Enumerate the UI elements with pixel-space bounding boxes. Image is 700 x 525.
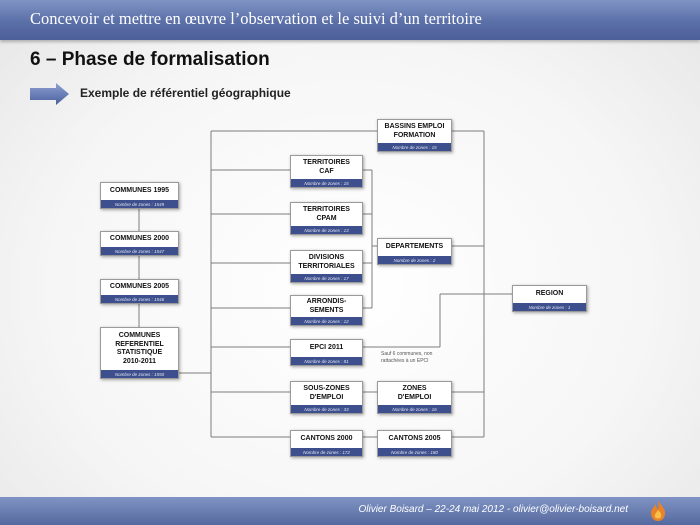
node-zone-count: Nombre de zones : 16 <box>378 405 451 413</box>
node-zone-count: Nombre de zones : 81 <box>291 357 362 365</box>
node-label: SOUS-ZONES D'EMPLOI <box>303 385 350 401</box>
title-bar: Concevoir et mettre en œuvre l’observati… <box>0 0 700 40</box>
node-zone-count: Nombre de zones : 17 <box>291 274 362 282</box>
node-zones-emploi: ZONES D'EMPLOI Nombre de zones : 16 <box>377 381 452 414</box>
node-epci-2011: EPCI 2011 Nombre de zones : 81 <box>290 339 363 366</box>
node-label: TERRITOIRES CAF <box>303 159 350 175</box>
node-zone-count: Nombre de zones : 172 <box>291 448 362 456</box>
node-label: EPCI 2011 <box>309 344 344 352</box>
epci-annotation: Sauf 6 communes, non rattachées à un EPC… <box>381 351 433 364</box>
node-zone-count: Nombre de zones : 15 <box>378 143 451 151</box>
node-sous-zones-emploi: SOUS-ZONES D'EMPLOI Nombre de zones : 33 <box>290 381 363 414</box>
node-label: REGION <box>535 290 564 298</box>
node-territoires-caf: TERRITOIRES CAF Nombre de zones : 15 <box>290 155 363 188</box>
footer-bar: Olivier Boisard – 22-24 mai 2012 - olivi… <box>0 497 700 525</box>
node-label: DIVISIONS TERRITORIALES <box>298 254 355 270</box>
node-label: CANTONS 2000 <box>300 435 353 443</box>
node-zone-count: Nombre de zones : 1549 <box>101 200 178 208</box>
node-label: TERRITOIRES CPAM <box>303 206 350 222</box>
node-zone-count: Nombre de zones : 12 <box>291 317 362 325</box>
node-label: ZONES D'EMPLOI <box>397 385 432 401</box>
node-label: CANTONS 2005 <box>388 435 441 443</box>
node-label: COMMUNES REFERENTIEL STATISTIQUE 2010-20… <box>115 332 164 365</box>
node-zone-count: Nombre de zones : 15 <box>291 179 362 187</box>
node-arrondissements: ARRONDIS- SEMENTS Nombre de zones : 12 <box>290 295 363 326</box>
arrow-right-icon <box>30 83 69 105</box>
node-zone-count: Nombre de zones : 1 <box>513 303 586 311</box>
node-communes-1995: COMMUNES 1995 Nombre de zones : 1549 <box>100 182 179 209</box>
node-zone-count: Nombre de zones : 13 <box>291 226 362 234</box>
flame-logo-icon <box>651 501 665 521</box>
node-label: DEPARTEMENTS <box>385 243 444 251</box>
node-cantons-2005: CANTONS 2005 Nombre de zones : 180 <box>377 430 452 457</box>
node-label: COMMUNES 2000 <box>109 235 170 243</box>
node-departements: DEPARTEMENTS Nombre de zones : 2 <box>377 238 452 265</box>
node-zone-count: Nombre de zones : 1546 <box>101 295 178 303</box>
node-bassins-emploi-formation: BASSINS EMPLOI FORMATION Nombre de zones… <box>377 119 452 152</box>
diagram-subheading: Exemple de référentiel géographique <box>80 86 291 100</box>
node-region: REGION Nombre de zones : 1 <box>512 285 587 312</box>
node-territoires-cpam: TERRITOIRES CPAM Nombre de zones : 13 <box>290 202 363 235</box>
node-divisions-territoriales: DIVISIONS TERRITORIALES Nombre de zones … <box>290 250 363 283</box>
node-communes-referentiel: COMMUNES REFERENTIEL STATISTIQUE 2010-20… <box>100 327 179 379</box>
node-zone-count: Nombre de zones : 180 <box>378 448 451 456</box>
footer-credit: Olivier Boisard – 22-24 mai 2012 - olivi… <box>358 504 628 515</box>
node-label: BASSINS EMPLOI FORMATION <box>384 123 445 139</box>
node-zone-count: Nombre de zones : 1547 <box>101 247 178 255</box>
node-zone-count: Nombre de zones : 1550 <box>101 370 178 378</box>
slide-title: Concevoir et mettre en œuvre l’observati… <box>30 9 482 28</box>
node-label: ARRONDIS- SEMENTS <box>306 298 347 314</box>
node-zone-count: Nombre de zones : 33 <box>291 405 362 413</box>
node-communes-2000: COMMUNES 2000 Nombre de zones : 1547 <box>100 231 179 256</box>
node-label: COMMUNES 1995 <box>109 187 170 195</box>
node-cantons-2000: CANTONS 2000 Nombre de zones : 172 <box>290 430 363 457</box>
section-heading: 6 – Phase de formalisation <box>30 49 270 70</box>
node-zone-count: Nombre de zones : 2 <box>378 256 451 264</box>
node-label: COMMUNES 2005 <box>109 283 170 291</box>
node-communes-2005: COMMUNES 2005 Nombre de zones : 1546 <box>100 279 179 304</box>
